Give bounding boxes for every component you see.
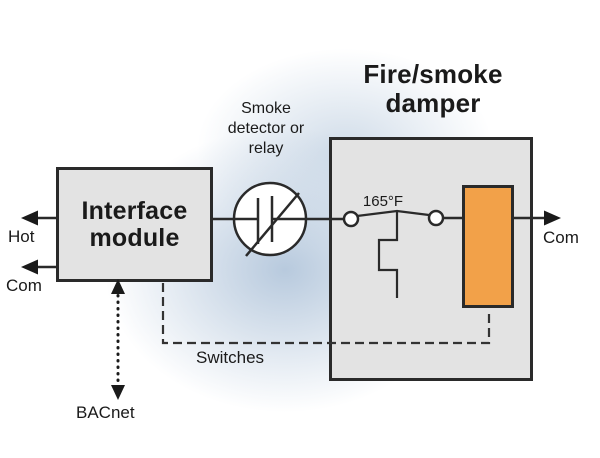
damper-title: Fire/smoke damper xyxy=(363,59,503,118)
com-left-arrow-icon xyxy=(21,259,38,275)
interface-module-label: Interface module xyxy=(81,196,188,252)
com-right-arrow-icon xyxy=(544,210,561,226)
com-right-label: Com xyxy=(543,228,579,247)
temperature-label: 165°F xyxy=(362,193,404,210)
bacnet-arrow-down-icon xyxy=(111,385,125,400)
com-left-label: Com xyxy=(6,276,42,295)
switches-label: Switches xyxy=(196,348,265,367)
bacnet-label: BACnet xyxy=(76,403,135,422)
interface-module-box: Interface module xyxy=(56,167,213,282)
damper-actuator xyxy=(462,185,514,308)
hot-label: Hot xyxy=(8,227,35,246)
smoke-detector-symbol-icon xyxy=(232,181,308,257)
hot-arrow-icon xyxy=(21,210,38,226)
contact-slash xyxy=(245,192,300,257)
smoke-detector-label: Smoke detector or relay xyxy=(227,100,305,157)
